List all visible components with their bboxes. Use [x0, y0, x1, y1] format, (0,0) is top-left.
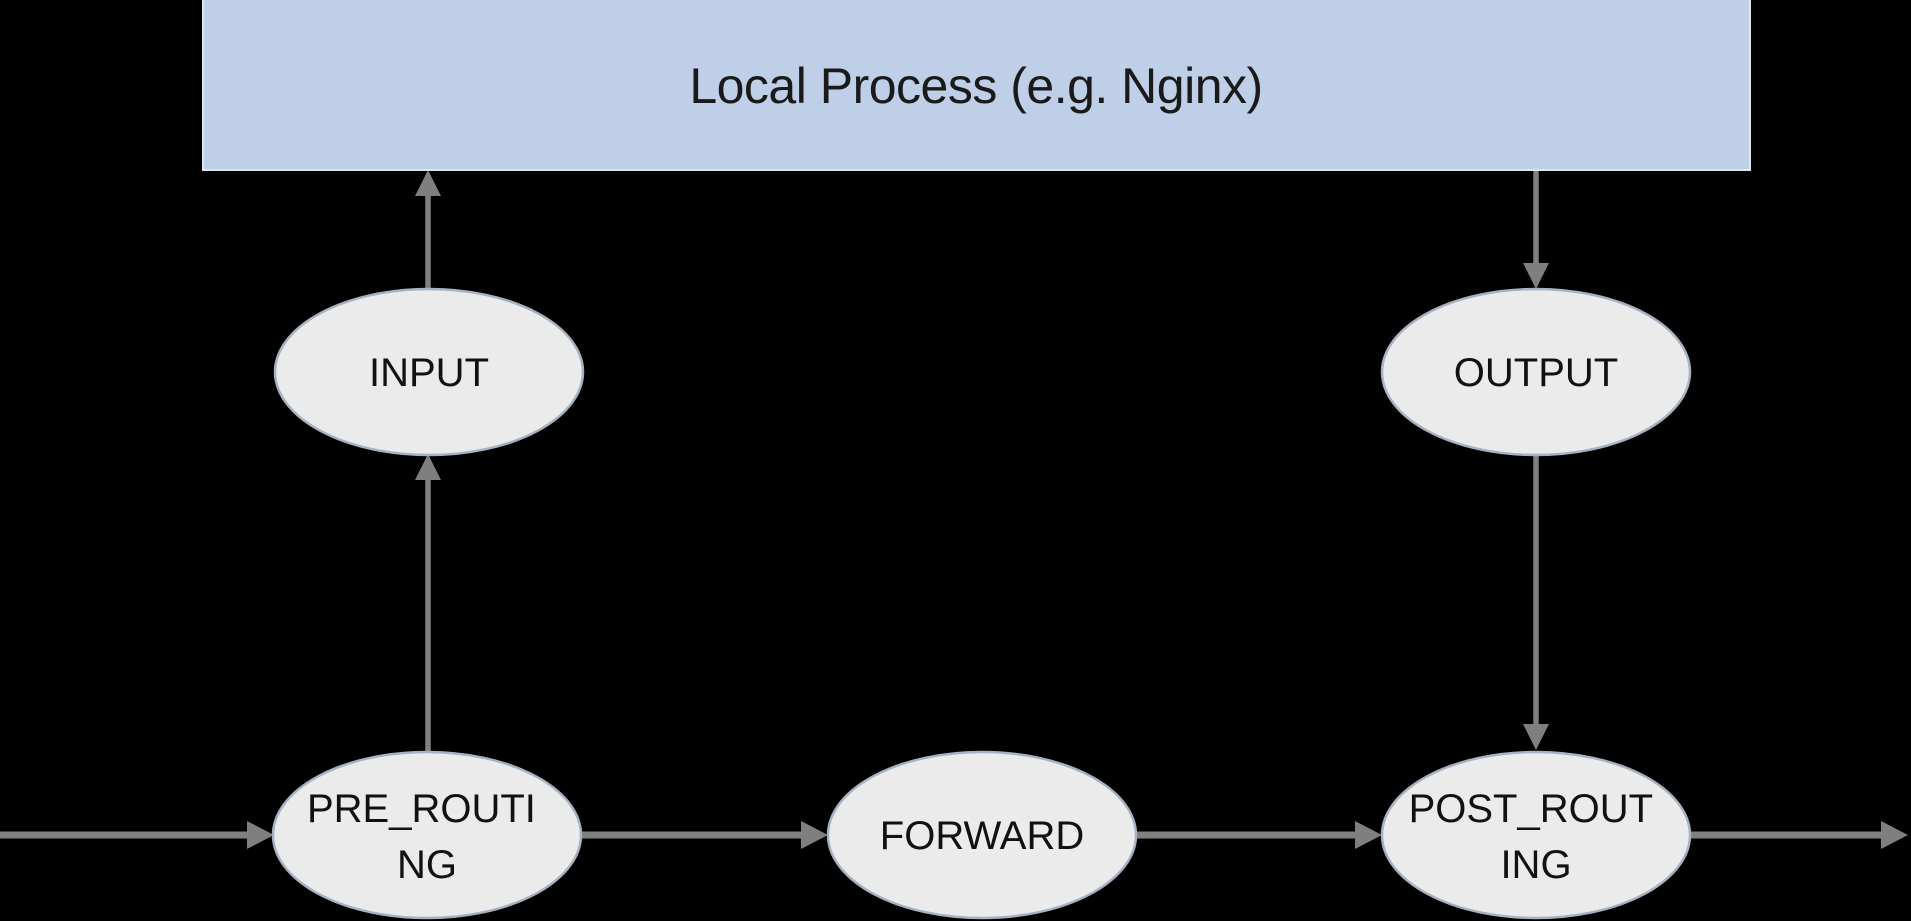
- arrow-output-to-postrouting: [1523, 455, 1549, 750]
- input-ellipse: [273, 287, 585, 457]
- local-process-label: Local Process (e.g. Nginx): [689, 58, 1262, 114]
- arrow-forward-to-postrouting: [1137, 821, 1382, 849]
- prerouting-label: PRE_ROUTI NG: [307, 787, 547, 887]
- prerouting-ellipse: [271, 750, 583, 920]
- local-process-box: Local Process (e.g. Nginx): [202, 0, 1751, 171]
- chain-node-prerouting: PRE_ROUTI NG: [271, 750, 583, 920]
- output-label: OUTPUT: [1454, 351, 1618, 395]
- postrouting-ellipse: [1380, 750, 1692, 920]
- chain-node-output: OUTPUT: [1380, 287, 1692, 457]
- output-ellipse: [1380, 287, 1692, 457]
- postrouting-label-line2: ING: [1500, 843, 1571, 887]
- chain-node-forward: FORWARD: [826, 750, 1138, 920]
- chain-node-input: INPUT: [273, 287, 585, 457]
- prerouting-label-line2: NG: [397, 843, 457, 887]
- arrow-postrouting-to-network-out: [1691, 821, 1908, 849]
- postrouting-label-line1: POST_ROUT: [1409, 787, 1653, 831]
- postrouting-label: POST_ROUT ING: [1409, 787, 1664, 887]
- arrow-local-process-to-output: [1523, 170, 1549, 289]
- local-process-rect: [202, 0, 1751, 171]
- arrow-network-in-to-prerouting: [0, 821, 274, 849]
- arrow-input-to-local-process: [415, 170, 441, 289]
- arrow-prerouting-to-forward: [582, 821, 828, 849]
- forward-label: FORWARD: [880, 814, 1084, 858]
- forward-ellipse: [826, 750, 1138, 920]
- input-label: INPUT: [369, 351, 489, 395]
- arrow-prerouting-to-input: [415, 454, 441, 751]
- prerouting-label-line1: PRE_ROUTI: [307, 787, 536, 831]
- chain-node-postrouting: POST_ROUT ING: [1380, 750, 1692, 920]
